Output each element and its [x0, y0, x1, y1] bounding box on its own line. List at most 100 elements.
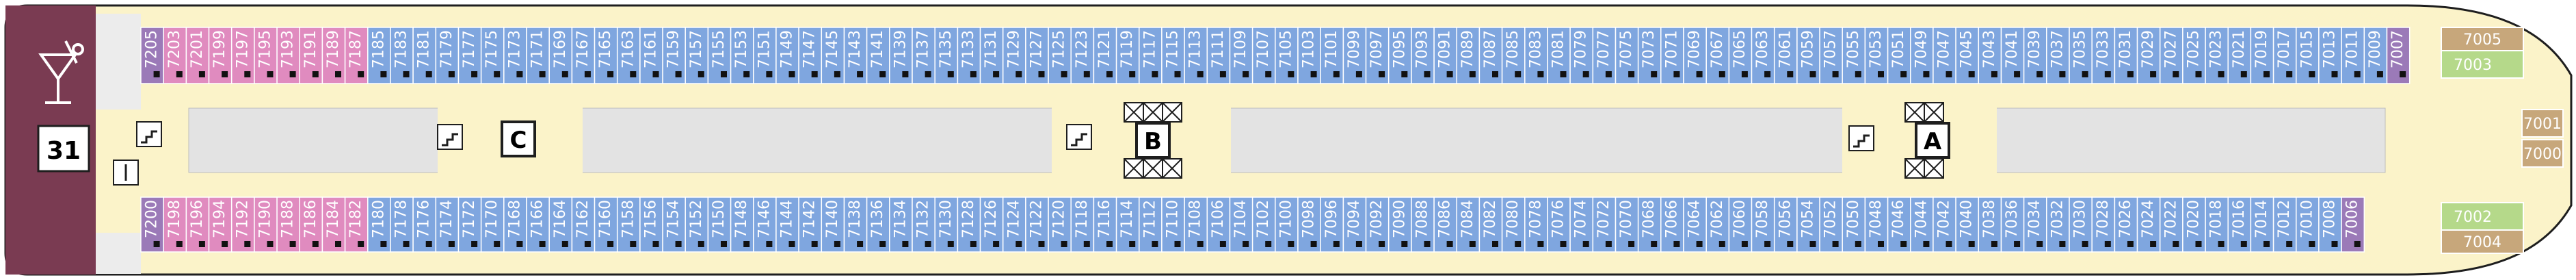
cabin-7118[interactable]	[1070, 196, 1095, 253]
cabin-7150[interactable]	[707, 196, 732, 253]
cabin-7073[interactable]	[1637, 27, 1662, 84]
cabin-7042[interactable]	[1933, 196, 1956, 253]
cabin-7081[interactable]	[1547, 27, 1571, 84]
cabin-7052[interactable]	[1819, 196, 1844, 253]
cabin-7085[interactable]	[1501, 27, 1526, 84]
cabin-7125[interactable]	[1048, 27, 1072, 84]
cabin-7121[interactable]	[1093, 27, 1117, 84]
cabin-7018[interactable]	[2205, 196, 2229, 253]
cabin-7019[interactable]	[2250, 27, 2274, 84]
cabin-7106[interactable]	[1206, 196, 1231, 253]
cabin-7115[interactable]	[1161, 27, 1185, 84]
suite-7003[interactable]	[2441, 50, 2524, 79]
cabin-7075[interactable]	[1615, 27, 1639, 84]
cabin-7044[interactable]	[1910, 196, 1934, 253]
cabin-7138[interactable]	[843, 196, 868, 253]
cabin-7067[interactable]	[1705, 27, 1730, 84]
cabin-7037[interactable]	[2046, 27, 2070, 84]
cabin-7045[interactable]	[1955, 27, 1980, 84]
cabin-7192[interactable]	[230, 196, 255, 253]
cabin-7091[interactable]	[1433, 27, 1458, 84]
cabin-7159[interactable]	[662, 27, 687, 84]
cabin-7112[interactable]	[1139, 196, 1163, 253]
cabin-7130[interactable]	[934, 196, 959, 253]
cabin-7103[interactable]	[1297, 27, 1321, 84]
cabin-7166[interactable]	[526, 196, 550, 253]
cabin-7089[interactable]	[1456, 27, 1480, 84]
cabin-7090[interactable]	[1387, 196, 1412, 253]
cabin-7161[interactable]	[639, 27, 663, 84]
cabin-7139[interactable]	[889, 27, 913, 84]
cabin-7193[interactable]	[276, 27, 301, 84]
cabin-7153[interactable]	[730, 27, 754, 84]
cabin-7058[interactable]	[1751, 196, 1775, 253]
cabin-7143[interactable]	[843, 27, 868, 84]
cabin-7049[interactable]	[1910, 27, 1934, 84]
cabin-7078[interactable]	[1524, 196, 1548, 253]
cabin-7116[interactable]	[1093, 196, 1117, 253]
cabin-7129[interactable]	[1002, 27, 1026, 84]
cabin-7148[interactable]	[730, 196, 754, 253]
cabin-7113[interactable]	[1184, 27, 1208, 84]
cabin-7142[interactable]	[798, 196, 823, 253]
cabin-7007[interactable]	[2386, 27, 2411, 84]
cabin-7126[interactable]	[979, 196, 1004, 253]
cabin-7083[interactable]	[1524, 27, 1548, 84]
cabin-7144[interactable]	[775, 196, 799, 253]
cabin-7094[interactable]	[1342, 196, 1367, 253]
cabin-7119[interactable]	[1115, 27, 1140, 84]
cabin-7108[interactable]	[1184, 196, 1208, 253]
cabin-7063[interactable]	[1751, 27, 1775, 84]
cabin-7124[interactable]	[1002, 196, 1026, 253]
cabin-7010[interactable]	[2296, 196, 2320, 253]
cabin-7149[interactable]	[775, 27, 799, 84]
cabin-7014[interactable]	[2250, 196, 2274, 253]
cabin-7041[interactable]	[2000, 27, 2025, 84]
cabin-7196[interactable]	[185, 196, 210, 253]
cabin-7059[interactable]	[1796, 27, 1820, 84]
cabin-7136[interactable]	[866, 196, 890, 253]
cabin-7135[interactable]	[934, 27, 959, 84]
cabin-7163[interactable]	[616, 27, 641, 84]
cabin-7131[interactable]	[979, 27, 1004, 84]
cabin-7101[interactable]	[1320, 27, 1344, 84]
cabin-7087[interactable]	[1478, 27, 1503, 84]
cabin-7198[interactable]	[163, 196, 187, 253]
cabin-7173[interactable]	[503, 27, 527, 84]
cabin-7013[interactable]	[2318, 27, 2342, 84]
cabin-7127[interactable]	[1025, 27, 1049, 84]
cabin-7099[interactable]	[1342, 27, 1367, 84]
cabin-7032[interactable]	[2046, 196, 2070, 253]
cabin-7011[interactable]	[2341, 27, 2365, 84]
cabin-7199[interactable]	[208, 27, 233, 84]
cabin-7197[interactable]	[230, 27, 255, 84]
cabin-7186[interactable]	[299, 196, 323, 253]
cabin-7195[interactable]	[254, 27, 278, 84]
cabin-7154[interactable]	[662, 196, 687, 253]
cabin-7167[interactable]	[571, 27, 596, 84]
cabin-7168[interactable]	[503, 196, 527, 253]
cabin-7006[interactable]	[2341, 196, 2365, 253]
cabin-7012[interactable]	[2272, 196, 2297, 253]
cabin-7074[interactable]	[1569, 196, 1594, 253]
cabin-7185[interactable]	[367, 27, 391, 84]
cabin-7120[interactable]	[1048, 196, 1072, 253]
cabin-7187[interactable]	[344, 27, 369, 84]
cabin-7034[interactable]	[2023, 196, 2047, 253]
cabin-7110[interactable]	[1161, 196, 1185, 253]
cabin-7188[interactable]	[276, 196, 301, 253]
cabin-7030[interactable]	[2069, 196, 2093, 253]
cabin-7162[interactable]	[571, 196, 596, 253]
cabin-7175[interactable]	[480, 27, 505, 84]
cabin-7170[interactable]	[480, 196, 505, 253]
cabin-7048[interactable]	[1864, 196, 1889, 253]
cabin-7169[interactable]	[548, 27, 573, 84]
cabin-7056[interactable]	[1773, 196, 1798, 253]
cabin-7098[interactable]	[1297, 196, 1321, 253]
cabin-7039[interactable]	[2023, 27, 2047, 84]
cabin-7055[interactable]	[1842, 27, 1866, 84]
cabin-7061[interactable]	[1773, 27, 1798, 84]
cabin-7092[interactable]	[1365, 196, 1390, 253]
cabin-7191[interactable]	[299, 27, 323, 84]
cabin-7179[interactable]	[435, 27, 460, 84]
